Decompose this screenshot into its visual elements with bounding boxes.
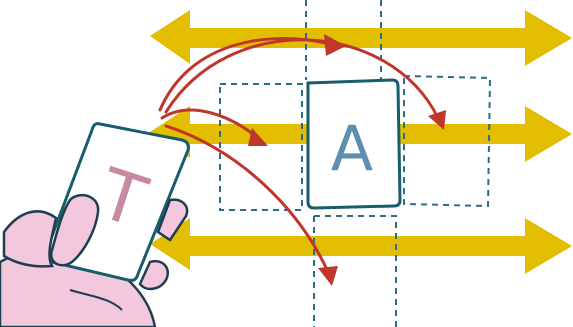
yellow-right-arrow-top <box>150 10 572 66</box>
red-arrowhead-bottom <box>318 266 338 286</box>
hand-holding-card: T <box>0 124 188 327</box>
letter-tile: A <box>308 80 400 208</box>
letter-tile-label: A <box>331 112 373 185</box>
dashed-slot-left <box>220 84 302 210</box>
hand-finger-lower <box>140 261 168 289</box>
yellow-right-arrow-bottom <box>150 218 572 274</box>
hand-palm <box>4 211 56 266</box>
